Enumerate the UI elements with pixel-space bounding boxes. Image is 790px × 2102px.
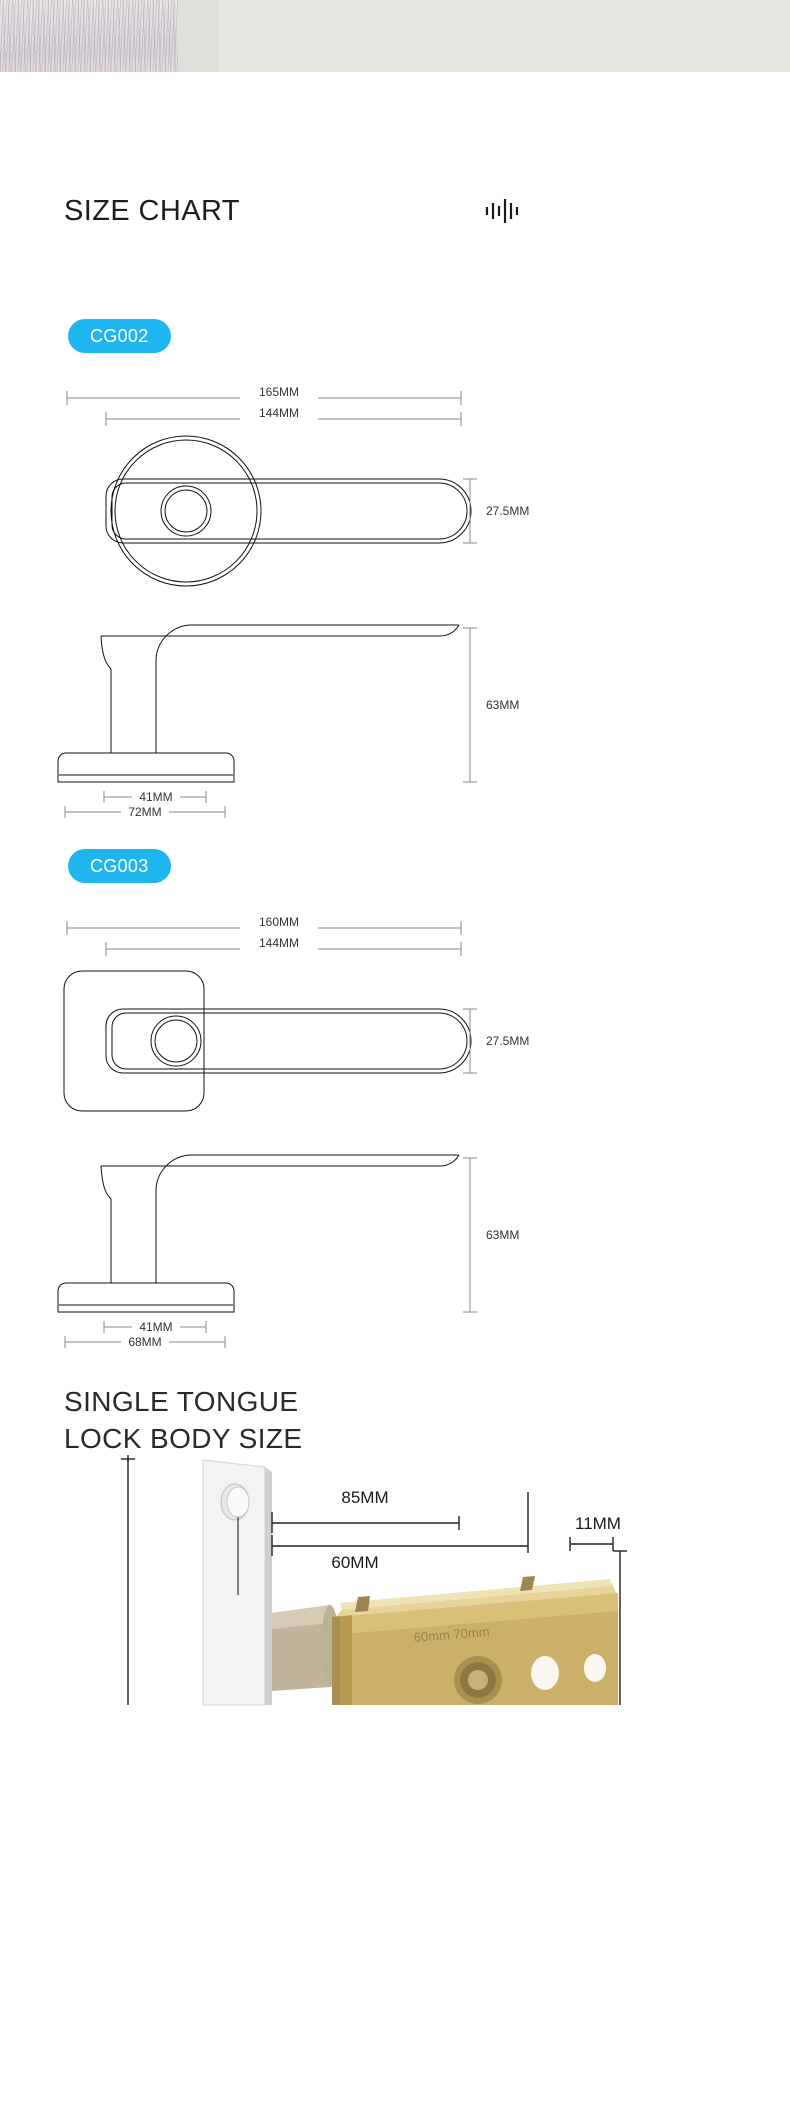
lock-body-photo: 60mm 70mm [272,1576,618,1705]
lock-faceplate [202,1459,272,1706]
cg003-side-view [57,1154,460,1313]
dim-label-63mm-b: 63MM [486,1228,519,1242]
dim-lock-11mm: 11MM [569,1514,627,1705]
dim-label-41mm-b: 41MM [139,1320,172,1334]
cg003-top-view [63,970,472,1112]
top-banner [0,0,790,72]
cg002-top-view [105,435,472,587]
dim-label-63mm: 63MM [486,698,519,712]
dim-cg002-rosette-width: 72MM [64,805,226,820]
dim-label-41mm: 41MM [139,790,172,804]
lock-left-reference [121,1455,135,1705]
dim-cg002-lever: 144MM [105,406,462,426]
cg002-side-view [57,624,460,783]
dim-cg002-height: 63MM [463,627,519,783]
dim-label-72mm: 72MM [128,805,161,819]
drawing-cg003: 160MM 144MM 27.5MM [57,915,529,1350]
dim-label-68mm: 68MM [128,1335,161,1349]
model-badge-cg002: CG002 [68,319,171,353]
dim-cg002-width: 27.5MM [463,478,529,544]
model-badge-cg003: CG003 [68,849,171,883]
lock-body-diagram: 85MM 60MM 11MM [121,1455,627,1706]
dim-cg003-base-depth: 41MM [103,1320,207,1335]
page-title: SIZE CHART [64,195,240,227]
dim-label-165mm: 165MM [259,385,299,399]
lock-engraving: 60mm 70mm [413,1624,490,1645]
dim-cg003-width: 27.5MM [463,1008,529,1074]
dim-cg002-base-depth: 41MM [103,790,207,805]
banner-background [218,0,790,72]
dim-cg003-height: 63MM [463,1157,519,1313]
banner-divider-band [178,0,218,72]
drawing-cg002: 165MM 144MM 27.5MM [57,385,529,820]
lock-body-title: SINGLE TONGUE LOCK BODY SIZE [64,1386,303,1454]
dim-label-27-5mm-b: 27.5MM [486,1034,529,1048]
dim-cg003-lever: 144MM [105,936,462,956]
dim-label-144mm: 144MM [259,406,299,420]
dim-label-85mm: 85MM [341,1488,388,1507]
dim-cg003-rosette-width: 68MM [64,1335,226,1350]
dim-cg003-overall: 160MM [66,915,462,935]
wood-texture-swatch [0,0,178,72]
dim-label-160mm: 160MM [259,915,299,929]
dim-label-11mm: 11MM [575,1514,621,1533]
dim-cg002-overall: 165MM [66,385,462,405]
dim-label-60mm: 60MM [331,1553,378,1572]
dim-label-144mm-b: 144MM [259,936,299,950]
dim-lock-85mm: 85MM [271,1488,460,1533]
dim-label-27-5mm: 27.5MM [486,504,529,518]
dim-lock-60mm: 60MM [271,1492,529,1572]
sound-wave-icon [485,199,519,223]
